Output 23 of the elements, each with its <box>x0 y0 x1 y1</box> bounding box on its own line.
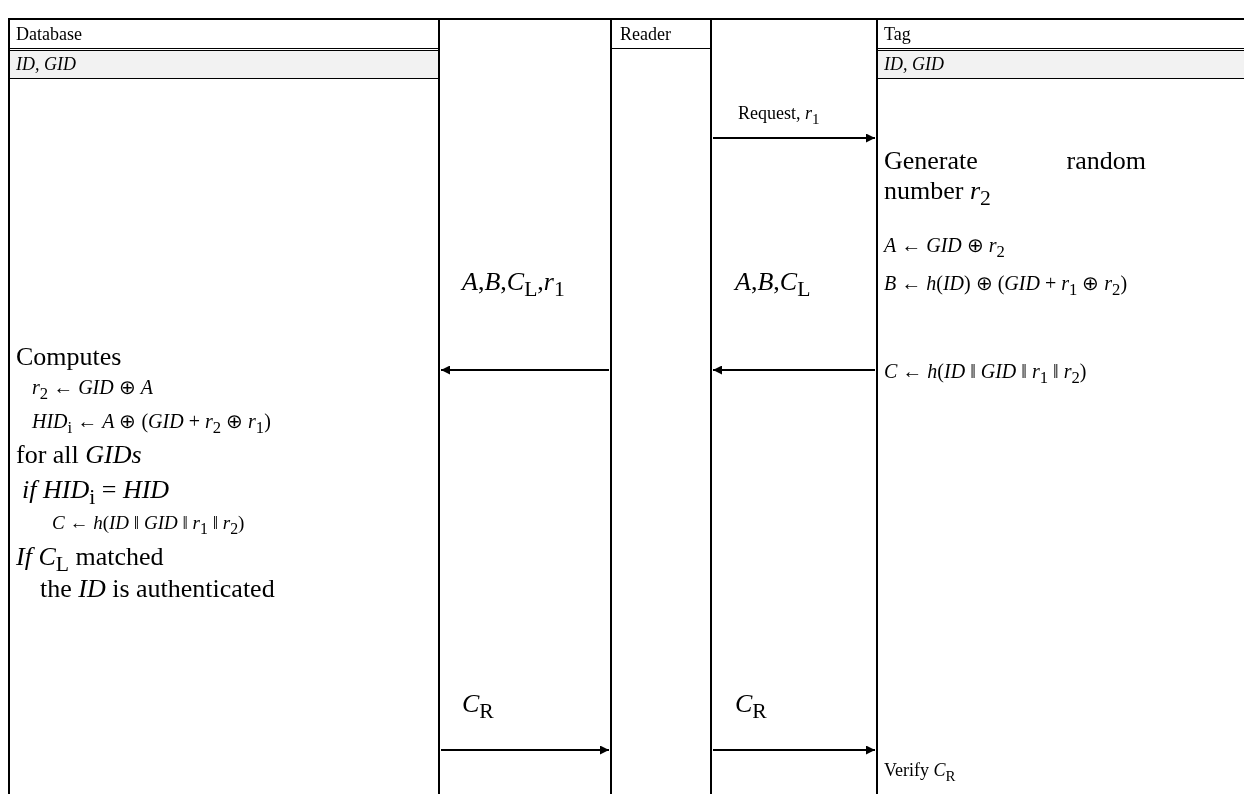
column-header: Database <box>16 24 82 45</box>
formula-text: B ← h(ID) ⊕ (GID + r$_{1}$ ⊕ r$_{2}$) <box>884 272 1128 300</box>
arrow <box>712 133 876 143</box>
arrow <box>440 365 610 375</box>
attribute-row: ID, GID <box>10 50 438 79</box>
formula-text: r$_{2}$ ← GID ⊕ A <box>32 376 153 404</box>
attribute-row: ID, GID <box>878 50 1244 79</box>
formula-text: HID$_{i}$ ← A ⊕ (GID + r$_{2}$ ⊕ r$_{1}$) <box>32 410 271 438</box>
step-text: Generate random number r$_{2}$ <box>884 146 1146 211</box>
formula-text: C ← h(ID ‖ GID ‖ r$_{1}$ ‖ r$_{2}$) <box>884 360 1087 388</box>
lane-column <box>610 18 712 794</box>
lane-column <box>876 18 1244 794</box>
formula-text: A ← GID ⊕ r$_{2}$ <box>884 234 1005 262</box>
column-header: Tag <box>884 24 911 45</box>
arrow <box>440 745 610 755</box>
lane-column <box>8 18 440 794</box>
arrow <box>712 745 876 755</box>
step-text: Verify C$_{R}$ <box>884 760 956 785</box>
step-text: for all GIDs <box>16 440 142 470</box>
step-text: Computes <box>16 342 122 372</box>
arrow <box>712 365 876 375</box>
formula-text: C ← h(ID ‖ GID ‖ r$_{1}$ ‖ r$_{2}$) <box>52 512 245 538</box>
column-header: Reader <box>620 24 671 45</box>
